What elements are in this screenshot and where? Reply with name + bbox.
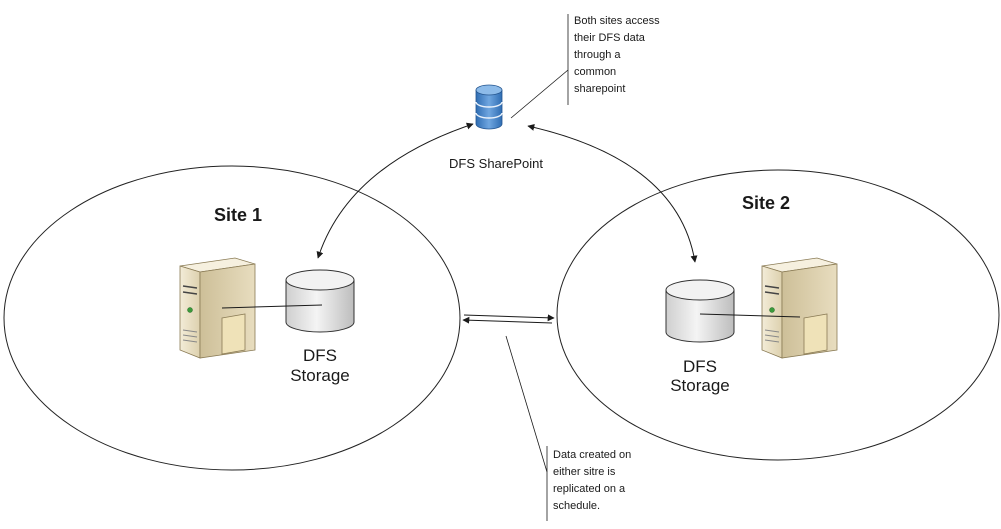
bottom-note-line-1: Data created on	[553, 449, 631, 461]
sharepoint-label: DFS SharePoint	[449, 156, 543, 171]
top-note-line-5: sharepoint	[574, 83, 625, 95]
site-1-storage-label-line-1: DFS	[303, 346, 337, 365]
site-1-storage-cylinder-icon	[285, 269, 355, 333]
replication-arrow-to-site-2	[463, 314, 555, 322]
top-note-leader	[510, 69, 569, 119]
top-note-line-3: through a	[574, 49, 621, 61]
top-note-line-1: Both sites access	[574, 15, 660, 27]
top-note-line-2: their DFS data	[574, 32, 646, 44]
site-2-title: Site 2	[742, 193, 790, 213]
site-2-boundary	[556, 169, 1000, 461]
site-2-storage-cylinder-icon	[665, 279, 735, 343]
site-1-server-icon	[179, 257, 256, 359]
site-2-storage-label-line-1: DFS	[683, 357, 717, 376]
bottom-note-line-4: schedule.	[553, 500, 600, 512]
database-icon	[475, 84, 503, 130]
site-1-server-storage-link	[221, 304, 323, 309]
site-2-sharepoint-link	[527, 123, 698, 263]
bottom-note-line-2: either sitre is	[553, 466, 616, 478]
site-2-server-icon	[761, 257, 838, 359]
site-1-storage-label-line-2: Storage	[290, 366, 350, 385]
site-2-storage-label-line-2: Storage	[670, 376, 730, 395]
site-1-boundary	[3, 165, 461, 471]
site-1-sharepoint-link	[316, 122, 474, 259]
replication-arrow-to-site-1	[462, 316, 553, 324]
site-1-title: Site 1	[214, 205, 262, 225]
bottom-note-line-3: replicated on a	[553, 483, 626, 495]
site-2-server-storage-link	[699, 313, 801, 318]
top-note-line-4: common	[574, 66, 616, 78]
bottom-note-leader	[505, 335, 548, 473]
